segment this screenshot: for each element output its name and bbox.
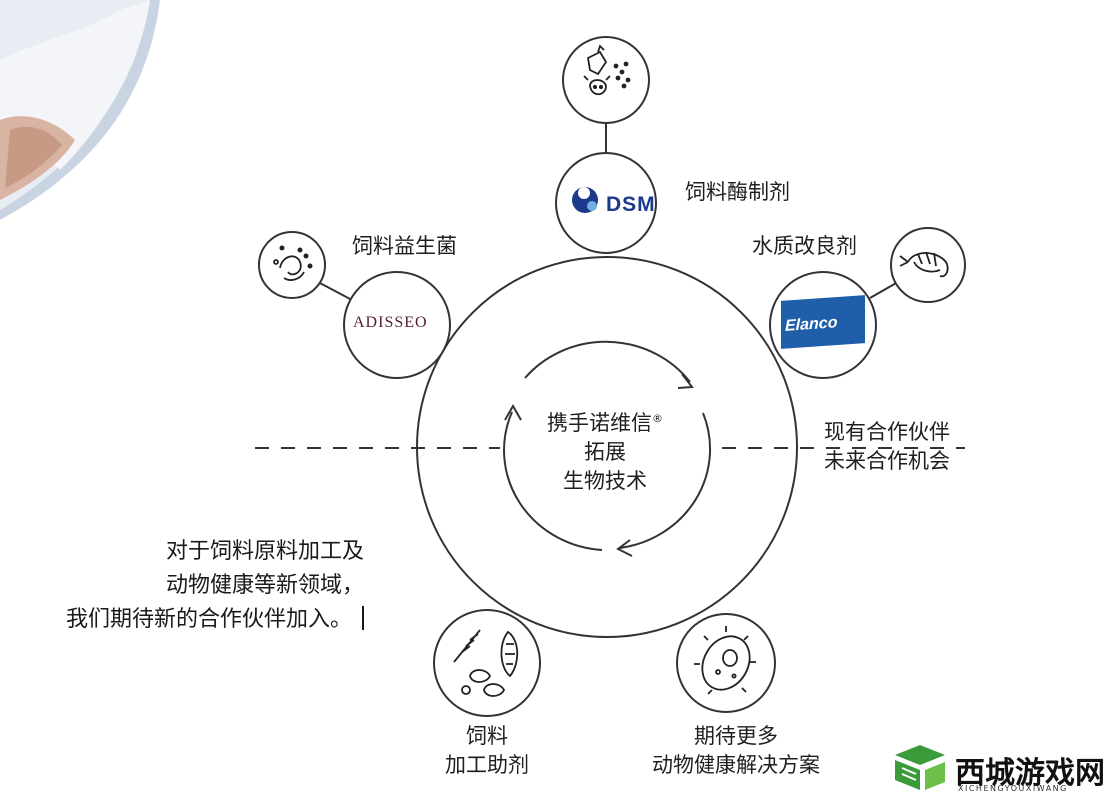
label-feed-processing-line-1: 饲料 <box>466 724 508 748</box>
label-animal-health-line-2: 动物健康解决方案 <box>652 753 820 777</box>
connector-probiotic <box>317 281 353 301</box>
registered-mark: ® <box>652 412 663 425</box>
quote-line-3: 我们期待新的合作伙伴加入。 <box>66 603 364 637</box>
animals-icon <box>583 44 631 96</box>
quote-line-1: 对于饲料原料加工及 <box>165 539 364 564</box>
adisseo-logo-text: ADISSEO <box>353 314 428 331</box>
probiotic-icon-circle <box>258 231 326 299</box>
center-line-3: 生物技术 <box>563 469 647 493</box>
health-circle <box>676 613 776 713</box>
label-feed-enzyme: 饲料酶制剂 <box>685 180 790 204</box>
label-animal-health: 期待更多 动物健康解决方案 <box>636 722 836 780</box>
label-future-cooperation: 未来合作机会 <box>824 449 950 473</box>
dsm-logo-mark <box>572 187 598 213</box>
center-line-2: 拓展 <box>584 440 626 464</box>
elanco-logo-text: Elanco <box>785 314 838 335</box>
dsm-circle <box>555 152 657 254</box>
cycle-arrow-left <box>503 411 603 551</box>
water-icon-circle <box>890 227 966 303</box>
label-feed-processing-line-2: 加工助剂 <box>445 753 529 777</box>
bacteria-icon <box>273 245 313 281</box>
cycle-arrow-right-head <box>616 539 633 557</box>
main-circle <box>416 256 798 638</box>
center-text: 携手诺维信® 拓展 生物技术 <box>500 404 710 496</box>
cycle-arrow-right <box>619 412 712 549</box>
label-feed-probiotic: 饲料益生菌 <box>352 234 457 258</box>
divider-labels: 现有合作伙伴 未来合作机会 <box>824 418 950 476</box>
center-line-1: 携手诺维信® <box>547 411 663 435</box>
invitation-quote: 对于饲料原料加工及 动物健康等新领域， 我们期待新的合作伙伴加入。 <box>66 535 364 637</box>
label-water-improver: 水质改良剂 <box>752 234 857 258</box>
watermark-logo-icon <box>895 745 945 790</box>
dsm-logo-text: DSM <box>606 193 656 216</box>
label-feed-processing: 饲料 加工助剂 <box>437 722 537 780</box>
feed-circle <box>433 609 541 717</box>
label-animal-health-line-1: 期待更多 <box>694 724 778 748</box>
photo-corner <box>0 0 160 220</box>
cycle-arrow-top <box>524 340 691 383</box>
quote-line-2: 动物健康等新领域， <box>165 573 364 598</box>
cell-icon <box>694 626 756 695</box>
shrimp-icon <box>899 251 949 278</box>
watermark-text: 西城游戏网 <box>955 756 1105 791</box>
text-cursor <box>362 606 364 630</box>
cycle-arrow-top-head <box>677 373 694 389</box>
grain-corn-icon <box>453 629 519 697</box>
cycle-arrow-left-head <box>504 403 522 421</box>
watermark-subtext: XICHENGYOUXIWANG <box>958 784 1068 793</box>
label-current-partners: 现有合作伙伴 <box>824 420 950 444</box>
adisseo-circle <box>343 271 451 379</box>
connector-water <box>869 281 899 299</box>
